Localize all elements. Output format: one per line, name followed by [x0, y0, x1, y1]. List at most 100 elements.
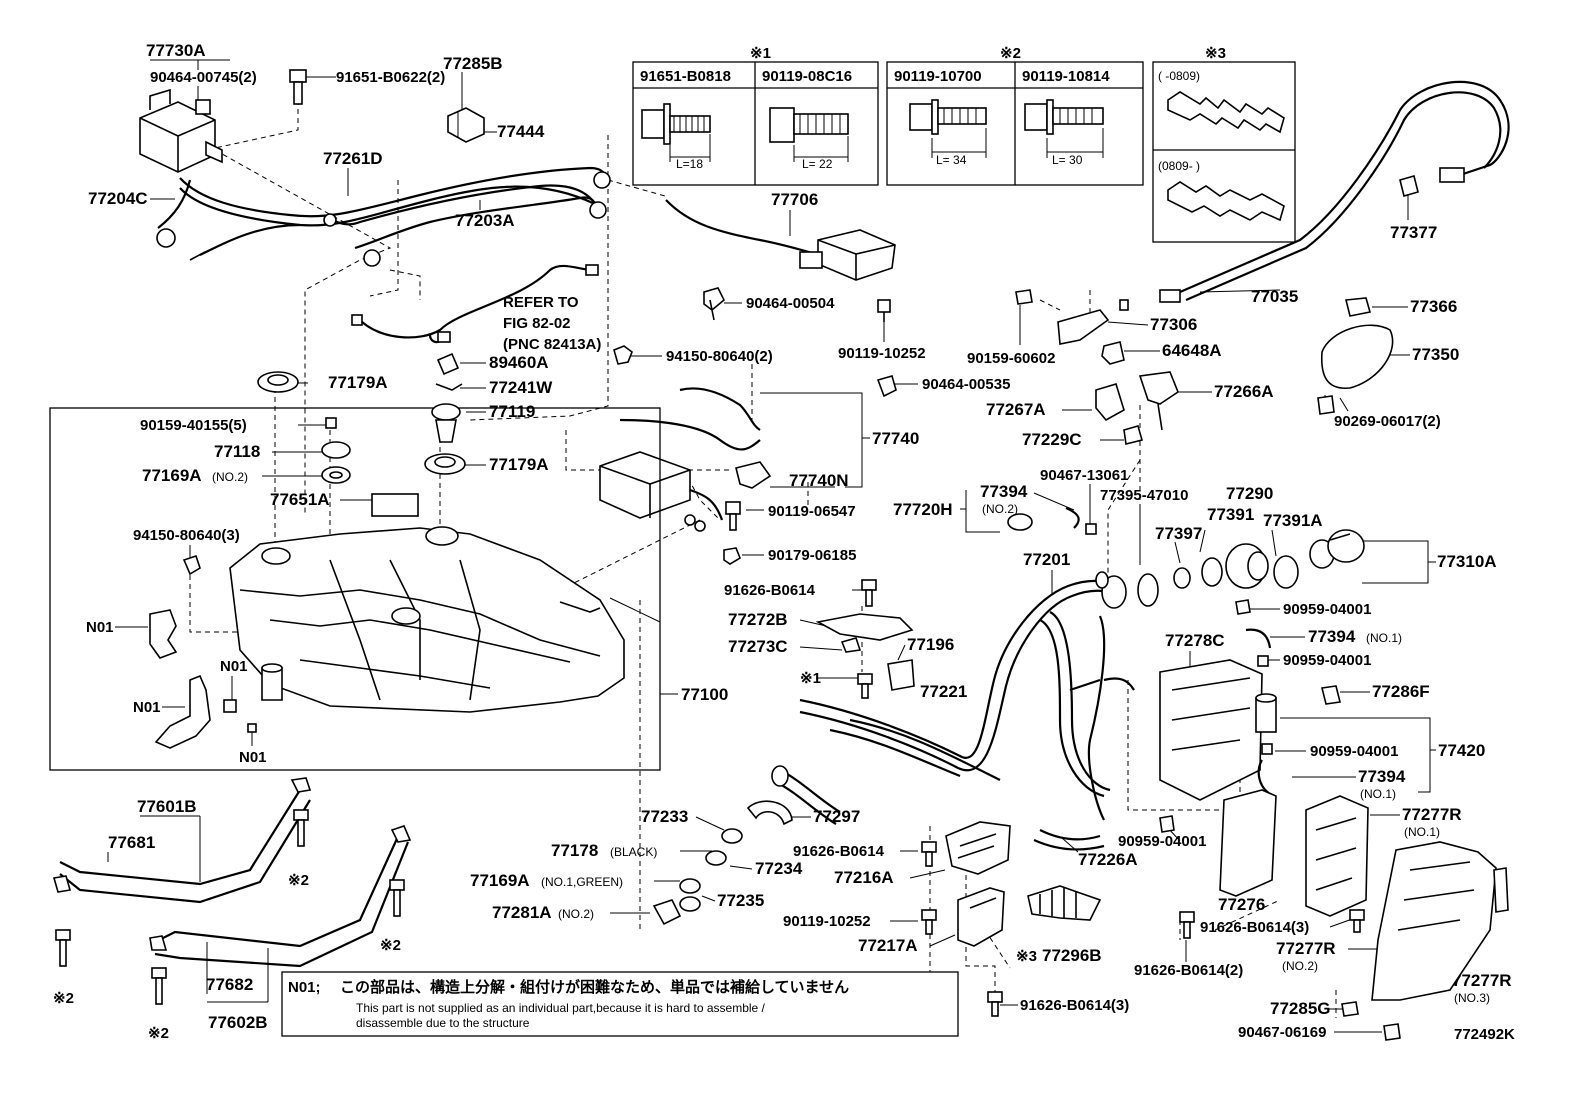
mark-1-a: ※1 — [800, 670, 821, 687]
label-77286F: 77286F — [1372, 682, 1430, 701]
n01-mark-b: N01 — [133, 699, 161, 716]
label-77267A: 77267A — [986, 400, 1046, 419]
grommets — [182, 352, 466, 576]
qualifier-77277R-no2: (NO.2) — [1282, 959, 1318, 973]
label-77234: 77234 — [755, 859, 803, 878]
clip-90464-00504 — [703, 287, 725, 321]
mark-2-header: ※2 — [1000, 45, 1021, 62]
label-77196: 77196 — [907, 635, 954, 654]
n01-mark-e: N01 — [239, 749, 267, 766]
bolt-len-30: L= 30 — [1052, 153, 1083, 167]
qualifier-77169A-no2: (NO.2) — [212, 470, 248, 484]
label-77444: 77444 — [497, 122, 545, 141]
fuel-lid-77350 — [1317, 297, 1394, 415]
brackets-77216A — [921, 821, 1011, 1017]
bolt-len-34: L= 34 — [936, 153, 967, 167]
flange-bolt-icon — [641, 103, 711, 162]
tube-77706 — [665, 199, 896, 322]
mark-3-header: ※3 — [1205, 45, 1226, 62]
label-77273C: 77273C — [728, 637, 788, 656]
label-77394-no1a: 77394 — [1308, 627, 1356, 646]
label-77179A-mid: 77179A — [489, 455, 549, 474]
label-90159-60602: 90159-60602 — [967, 350, 1055, 367]
label-90464-00745: 90464-00745(2) — [150, 69, 257, 86]
label-94150-80640-3: 94150-80640(3) — [133, 527, 240, 544]
bracket-77306 — [1015, 289, 1125, 365]
label-77601B: 77601B — [137, 797, 197, 816]
fuel-lid-cable-77035 — [1119, 80, 1510, 311]
label-77420: 77420 — [1438, 741, 1485, 760]
label-90959-04001a: 90959-04001 — [1283, 601, 1371, 618]
mark-2-c: ※2 — [53, 990, 74, 1007]
label-91651-B0622: 91651-B0622(2) — [336, 69, 445, 86]
n01-sensor-parts — [149, 609, 283, 749]
nut-90179-06185 — [723, 547, 741, 565]
label-77216A: 77216A — [834, 868, 894, 887]
label-77285G: 77285G — [1270, 999, 1331, 1018]
bolt-table-1: ※1 91651-B0818 90119-08C16 L=18 L= 22 — [632, 45, 879, 186]
harness-refer-fig — [351, 264, 599, 344]
label-77233: 77233 — [641, 807, 688, 826]
label-77682: 77682 — [206, 975, 253, 994]
qualifier-77277R-no3: (NO.3) — [1454, 991, 1490, 1005]
mark-3-a: ※3 — [1016, 948, 1037, 965]
nut-94150 — [613, 345, 633, 365]
label-77310A: 77310A — [1437, 552, 1497, 571]
flange-bolt-icon-2 — [1024, 99, 1104, 158]
grommets-lower — [652, 800, 793, 926]
label-77730A: 77730A — [146, 41, 206, 60]
label-77119: 77119 — [489, 402, 535, 421]
label-77296B: 77296B — [1042, 946, 1102, 965]
fuel-tank-77100 — [49, 407, 661, 771]
label-77221: 77221 — [920, 682, 967, 701]
range-after-0809: (0809- ) — [1158, 159, 1200, 173]
protector-77272B — [815, 579, 915, 699]
label-77276: 77276 — [1218, 895, 1265, 914]
charcoal-canister-77740 — [599, 375, 897, 532]
bolt-table-2: ※2 90119-10700 90119-10814 L= 34 L= 3 — [886, 45, 1144, 186]
mark-2-a: ※2 — [288, 872, 309, 889]
label-77602B: 77602B — [208, 1013, 268, 1032]
note-english-2: disassemble due to the structure — [356, 1016, 530, 1030]
bolt-90119-06547 — [725, 501, 741, 531]
label-77297: 77297 — [813, 807, 860, 826]
qualifier-77394-no1a: (NO.1) — [1366, 631, 1402, 645]
label-77169A-no2: 77169A — [142, 466, 202, 485]
label-91626-B0614-3b: 91626-B0614(3) — [1200, 919, 1309, 936]
label-77203A: 77203A — [455, 211, 515, 230]
label-77285B: 77285B — [443, 54, 503, 73]
mark-1-header: ※1 — [750, 45, 771, 62]
label-90119-06547: 90119-06547 — [768, 503, 856, 520]
label-77394-no1b: 77394 — [1358, 767, 1406, 786]
label-90159-40155: 90159-40155(5) — [140, 417, 247, 434]
label-77366: 77366 — [1410, 297, 1457, 316]
refer-line-1: REFER TO — [503, 294, 579, 311]
bolt-90119-08C16: 90119-08C16 — [762, 68, 852, 85]
tank-straps — [52, 777, 412, 1005]
label-77306: 77306 — [1150, 315, 1197, 334]
bolt-91651-B0818: 91651-B0818 — [640, 68, 731, 85]
label-90464-00504: 90464-00504 — [746, 295, 835, 312]
label-77651A: 77651A — [270, 490, 330, 509]
labels: 77730A 90464-00745(2) 91651-B0622(2) 772… — [53, 41, 1515, 1043]
refer-line-3: (PNC 82413A) — [503, 336, 601, 353]
label-77278C: 77278C — [1165, 631, 1225, 650]
label-77235: 77235 — [717, 891, 764, 910]
lid-opener-77266A — [1095, 371, 1179, 445]
label-90119-10252a: 90119-10252 — [838, 345, 926, 362]
label-77201: 77201 — [1023, 550, 1070, 569]
label-90464-00535: 90464-00535 — [922, 376, 1010, 393]
qualifier-77394-no2: (NO.2) — [982, 502, 1018, 516]
label-90269-06017: 90269-06017(2) — [1334, 413, 1441, 430]
label-77169A-no1: 77169A — [470, 871, 530, 890]
label-90467-13061: 90467-13061 — [1040, 467, 1128, 484]
n01-mark-a: N01 — [86, 619, 114, 636]
label-77179A-top: 77179A — [328, 373, 388, 392]
bolt-91651-B0622 — [289, 69, 307, 105]
clamp-table-3: ※3 ( -0809) (0809- ) — [1152, 45, 1296, 243]
figure-code: 772492K — [1454, 1026, 1515, 1043]
mark-2-b: ※2 — [380, 937, 401, 954]
label-77266A: 77266A — [1214, 382, 1274, 401]
